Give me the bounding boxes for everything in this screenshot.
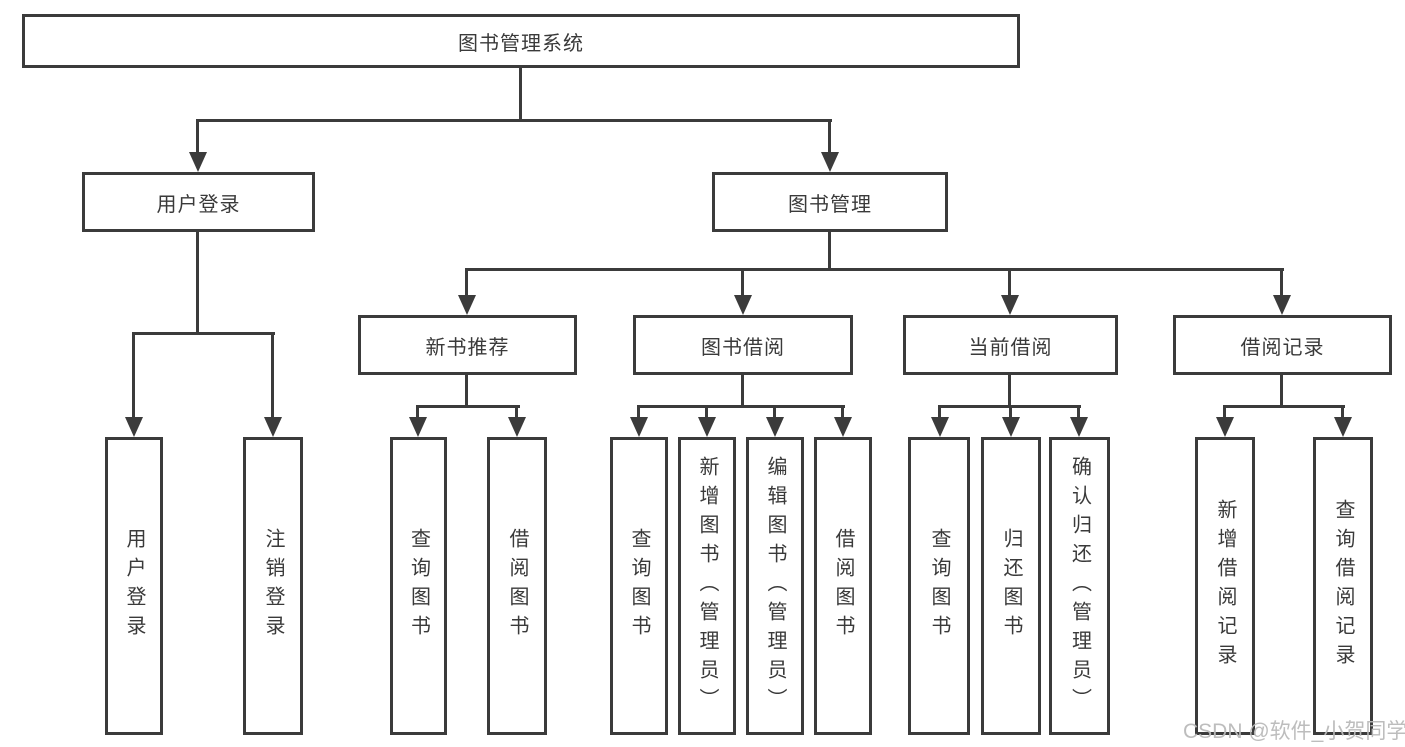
node-user-login-label: 用户登录 [156,193,241,216]
connector-line [741,268,744,298]
arrow-down-icon [1070,417,1088,437]
connector-line [196,232,199,335]
arrow-down-icon [264,417,282,437]
connector-line [841,405,844,419]
connector-line [271,332,274,419]
leaf-cb-confirm-return: 确认归还（管理员） [1049,437,1110,735]
arrow-down-icon [458,295,476,315]
connector-line [416,405,520,408]
connector-line [637,405,845,408]
leaf-logout: 注销登录 [243,437,303,735]
arrow-down-icon [734,295,752,315]
node-borrowing-records-label: 借阅记录 [1240,336,1325,359]
leaf-br-query-record-label: 查询借阅记录 [1332,499,1354,673]
connector-line [196,119,199,154]
node-root-system: 图书管理系统 [22,14,1020,68]
leaf-cb-confirm-return-label: 确认归还（管理员） [1068,455,1091,717]
node-user-login: 用户登录 [82,172,315,232]
connector-line [465,375,468,408]
arrow-down-icon [1273,295,1291,315]
leaf-bb-borrow-books: 借阅图书 [814,437,872,735]
connector-line [1009,405,1012,419]
node-book-borrowing-label: 图书借阅 [701,336,785,359]
arrow-down-icon [931,417,949,437]
node-borrowing-records: 借阅记录 [1173,315,1392,375]
leaf-nbr-query-books-label: 查询图书 [407,528,430,644]
arrow-down-icon [189,152,207,172]
arrow-down-icon [508,417,526,437]
leaf-bb-edit-books: 编辑图书（管理员） [746,437,804,735]
connector-line [1341,405,1344,419]
connector-line [1008,268,1011,298]
node-root-label: 图书管理系统 [458,32,584,55]
connector-line [1280,268,1283,298]
leaf-br-query-record: 查询借阅记录 [1313,437,1373,735]
leaf-cb-query-books: 查询图书 [908,437,970,735]
connector-line [132,332,135,419]
leaf-bb-query-books: 查询图书 [610,437,668,735]
connector-line [828,119,831,154]
node-current-borrowing: 当前借阅 [903,315,1118,375]
connector-line [1223,405,1345,408]
node-current-borrowing-label: 当前借阅 [968,336,1053,359]
connector-line [705,405,708,419]
node-book-management-label: 图书管理 [788,193,872,216]
leaf-cb-return-books: 归还图书 [981,437,1041,735]
arrow-down-icon [766,417,784,437]
arrow-down-icon [409,417,427,437]
node-new-book-recommend: 新书推荐 [358,315,577,375]
connector-line [1280,375,1283,408]
node-book-management: 图书管理 [712,172,948,232]
arrow-down-icon [821,152,839,172]
csdn-watermark: CSDN @软件_小贺同学 [1183,720,1405,743]
connector-line [196,119,832,122]
connector-line [938,405,941,419]
leaf-bb-borrow-books-label: 借阅图书 [832,528,854,644]
connector-line [515,405,518,419]
connector-line [741,375,744,408]
leaf-br-add-record: 新增借阅记录 [1195,437,1255,735]
arrow-down-icon [630,417,648,437]
leaf-bb-add-books: 新增图书（管理员） [678,437,736,735]
node-book-borrowing: 图书借阅 [633,315,853,375]
leaf-cb-return-books-label: 归还图书 [1000,528,1022,644]
connector-line [773,405,776,419]
connector-line [519,68,522,122]
arrow-down-icon [834,417,852,437]
arrow-down-icon [1002,417,1020,437]
leaf-user-login: 用户登录 [105,437,163,735]
arrow-down-icon [125,417,143,437]
connector-line [132,332,275,335]
leaf-nbr-query-books: 查询图书 [390,437,447,735]
arrow-down-icon [1001,295,1019,315]
connector-line [465,268,468,298]
connector-line [828,232,831,271]
connector-line [1008,375,1011,408]
leaf-logout-label: 注销登录 [262,528,284,644]
arrow-down-icon [1216,417,1234,437]
connector-line [1223,405,1226,419]
leaf-nbr-borrow-books-label: 借阅图书 [506,528,528,644]
leaf-nbr-borrow-books: 借阅图书 [487,437,547,735]
leaf-br-add-record-label: 新增借阅记录 [1214,499,1236,673]
leaf-cb-query-books-label: 查询图书 [928,528,950,644]
leaf-bb-query-books-label: 查询图书 [628,528,650,644]
leaf-bb-add-books-label: 新增图书（管理员） [696,455,718,717]
connector-line [637,405,640,419]
node-new-book-recommend-label: 新书推荐 [425,336,510,359]
connector-line [1077,405,1080,419]
connector-line [416,405,419,419]
arrow-down-icon [1334,417,1352,437]
arrow-down-icon [698,417,716,437]
leaf-user-login-label: 用户登录 [123,528,145,644]
leaf-bb-edit-books-label: 编辑图书（管理员） [764,455,786,717]
connector-line [465,268,1284,271]
